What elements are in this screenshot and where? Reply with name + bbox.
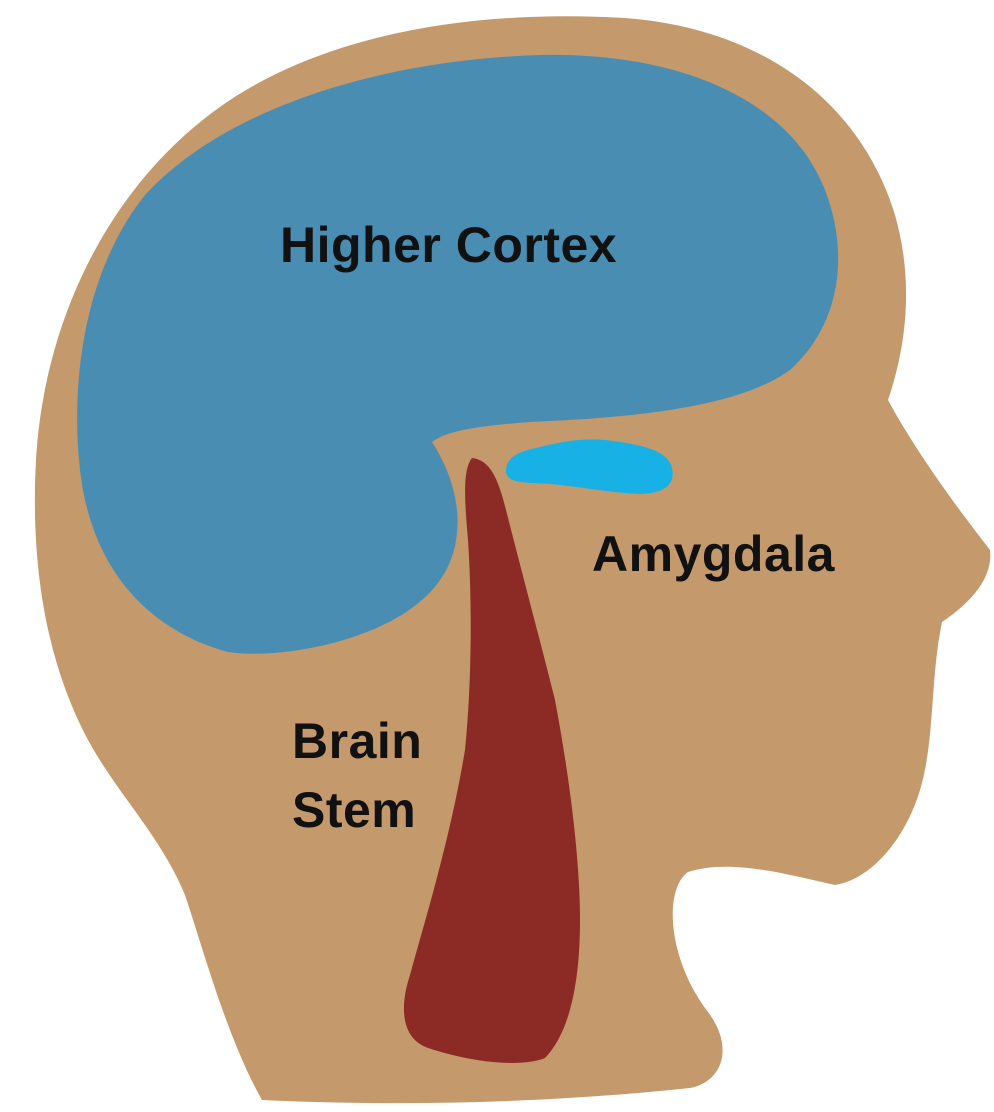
amygdala-label: Amygdala [592,526,836,582]
brain-stem-label-line2: Stem [292,782,416,838]
higher-cortex-label: Higher Cortex [280,217,617,273]
brain-stem-label-line1: Brain [292,713,422,769]
